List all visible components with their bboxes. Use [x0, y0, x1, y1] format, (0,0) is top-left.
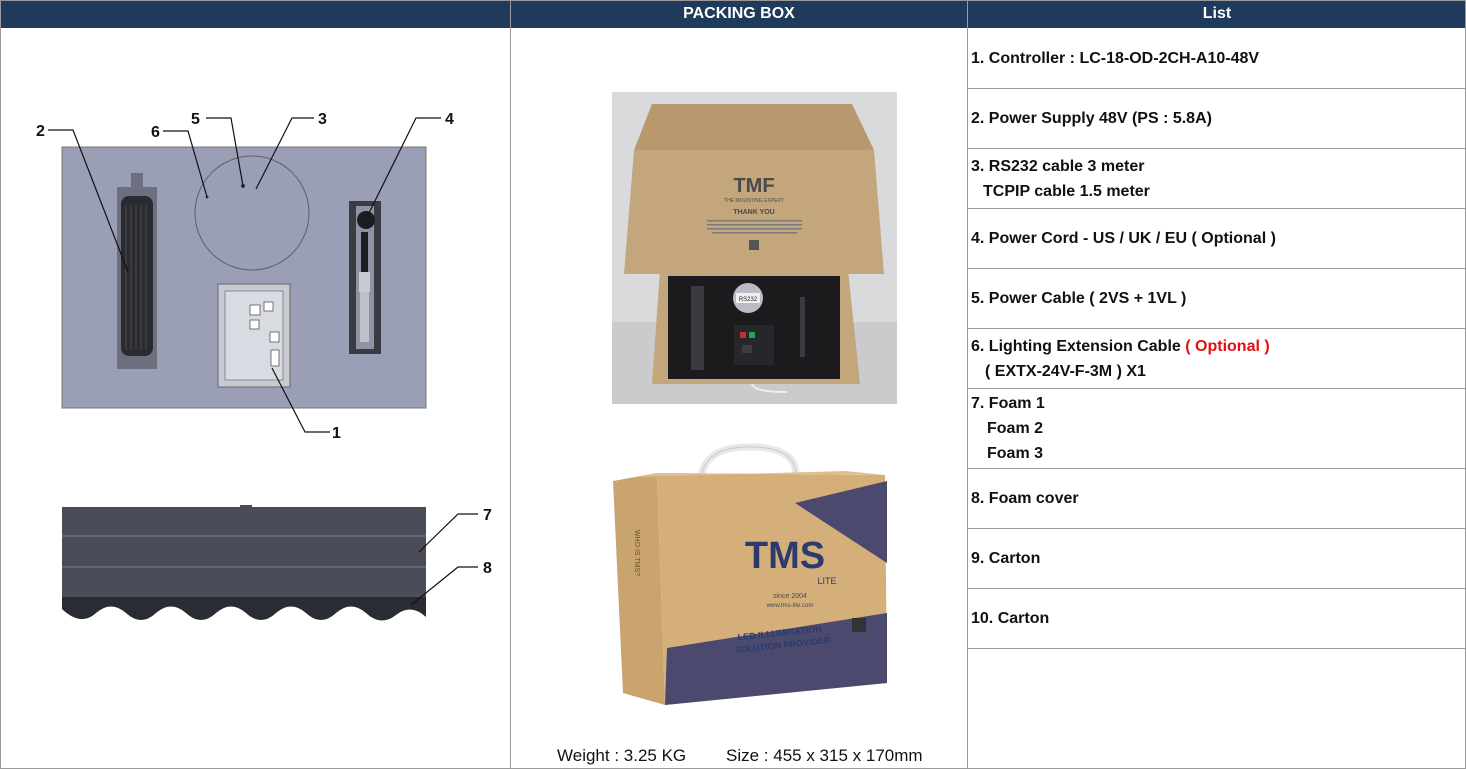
cable-cavity: [194, 155, 310, 271]
packing-diagram: 1 2 3 4 5 6 7 8: [36, 111, 492, 621]
callout-3: 3: [318, 111, 327, 128]
closed-box-sub: LITE: [817, 576, 836, 586]
open-box-tagline: THE MOUNTING EXPERT: [724, 198, 784, 204]
list-item: 1. Controller : LC-18-OD-2CH-A10-48V: [968, 29, 1466, 89]
header-cell-packing-box: PACKING BOX: [511, 0, 968, 28]
header-cell-diagram: [0, 0, 511, 28]
header-packing-box: PACKING BOX: [683, 5, 795, 22]
power-supply-texture: [125, 205, 147, 350]
callout-6: 6: [151, 124, 160, 141]
list-item: 4. Power Cord - US / UK / EU ( Optional …: [968, 209, 1466, 269]
closed-box-brand: TMS: [745, 535, 825, 577]
list-item: 6. Lighting Extension Cable ( Optional )…: [968, 329, 1466, 389]
foam-side-view: [62, 507, 426, 598]
open-box-photo: TMF THE MOUNTING EXPERT THANK YOU RS232: [612, 92, 897, 404]
power-supply-cap: [131, 173, 143, 191]
list-item: 5. Power Cable ( 2VS + 1VL ): [968, 269, 1466, 329]
closed-box-since: since 2004: [773, 593, 807, 600]
column-divider: [510, 0, 511, 769]
callout-4: 4: [445, 111, 454, 128]
list-item: 7. Foam 1 Foam 2 Foam 3: [968, 389, 1466, 469]
callout-1: 1: [332, 425, 341, 442]
power-supply: [121, 196, 153, 356]
list-item: 9. Carton: [968, 529, 1466, 589]
callout-5: 5: [191, 111, 200, 128]
closed-box-url: www.tms-lite.com: [766, 603, 814, 609]
optional-tag: ( Optional ): [1185, 337, 1270, 355]
size-text: Size : 455 x 315 x 170mm: [726, 746, 923, 765]
foam-cover-wave: [62, 597, 426, 621]
list-item: 10. Carton: [968, 589, 1466, 649]
callout-7: 7: [483, 507, 492, 524]
weight-text: Weight : 3.25 KG: [557, 746, 687, 765]
open-box-brand: TMF: [733, 175, 774, 197]
column-divider: [967, 0, 968, 769]
callout-2: 2: [36, 123, 45, 140]
callout-8: 8: [483, 560, 492, 577]
open-box-thanks: THANK YOU: [733, 209, 774, 216]
closed-box-side-text: WHO IS TMS?: [633, 530, 640, 576]
closed-box-photo: TMS LITE since 2004 www.tms-lite.com LED…: [605, 443, 895, 713]
open-box-label: RS232: [739, 297, 758, 303]
header-list: List: [1202, 5, 1232, 22]
list-item: 2. Power Supply 48V (PS : 5.8A): [968, 89, 1466, 149]
list-item: 8. Foam cover: [968, 469, 1466, 529]
list-item: 3. RS232 cable 3 meter TCPIP cable 1.5 m…: [968, 149, 1466, 209]
header-cell-list: List: [968, 0, 1466, 28]
